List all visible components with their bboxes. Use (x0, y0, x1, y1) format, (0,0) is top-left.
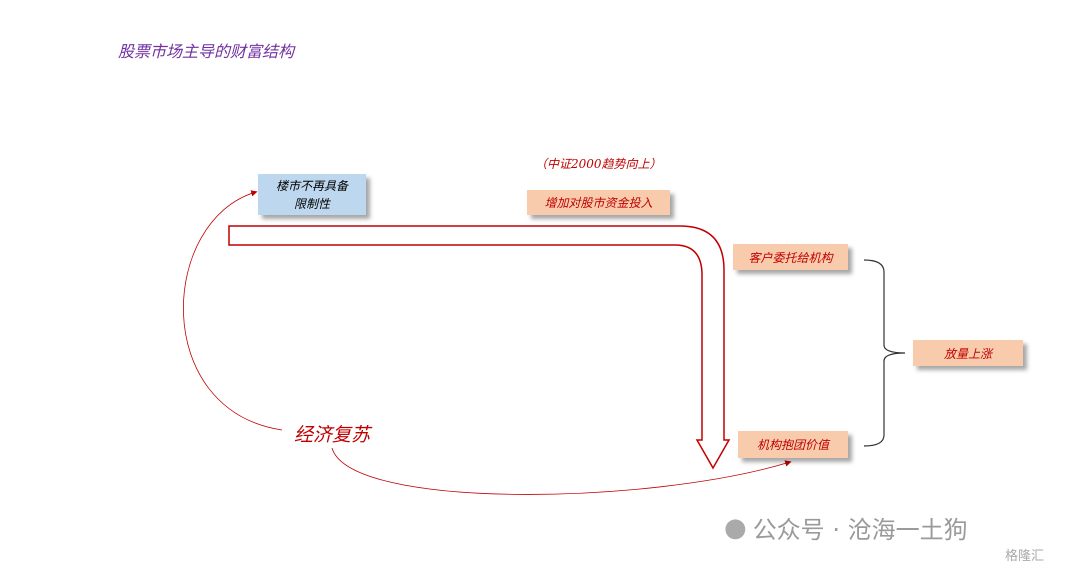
page-title: 股票市场主导的财富结构 (118, 42, 295, 61)
delegate-box: 客户委托给机构 (733, 244, 848, 270)
economy-to-housing-arrow (183, 190, 283, 431)
invest-box: 增加对股市资金投入 (527, 190, 670, 215)
housing-line1: 楼市不再具备 (275, 178, 348, 193)
csi2000-note: （中证2000趋势向上） (535, 157, 662, 171)
volume-box: 放量上涨 (913, 340, 1023, 366)
housing-box: 楼市不再具备 限制性 (258, 174, 366, 215)
cluster-box: 机构抱团价值 (738, 431, 848, 458)
economy-label: 经济复苏 (294, 424, 371, 446)
watermark: ● 公众号 · 沧海一土狗 (724, 510, 968, 545)
economy-to-cluster-arrow (331, 447, 792, 495)
housing-line2: 限制性 (293, 196, 330, 211)
brace (863, 259, 906, 447)
wechat-icon: ● (724, 512, 747, 543)
watermark-text: 公众号 · 沧海一土狗 (752, 516, 968, 544)
big-flow-arrow (228, 225, 731, 470)
brand-watermark: 格隆汇 (1005, 549, 1045, 564)
